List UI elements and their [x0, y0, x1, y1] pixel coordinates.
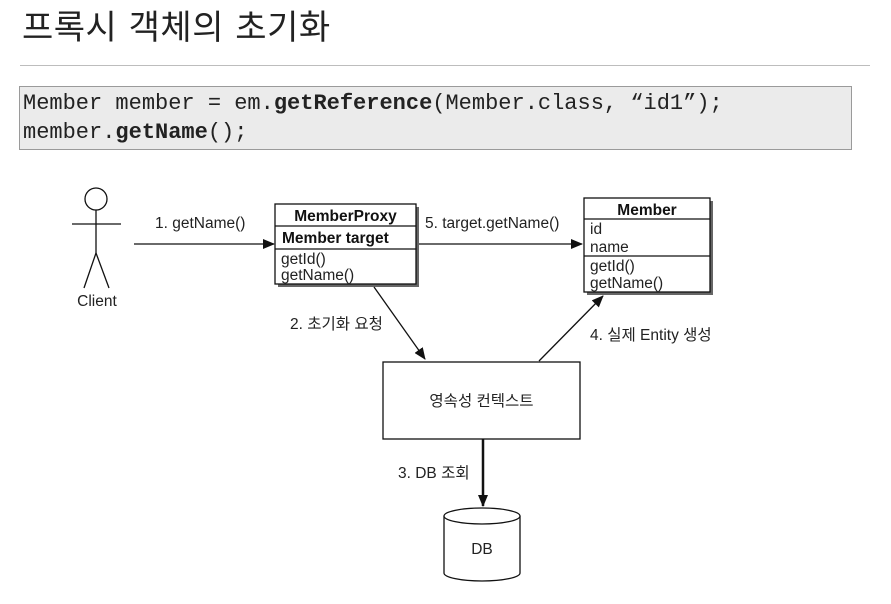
db-label: DB	[471, 541, 493, 558]
member-method-getid: getId()	[590, 258, 635, 275]
member-field-name: name	[590, 239, 629, 256]
proxy-method-getname: getName()	[281, 267, 354, 284]
page-title: 프록시 객체의 초기화	[22, 8, 331, 48]
member-entity-box: Member id name getId() getName()	[583, 197, 713, 295]
arrow-step-4	[538, 295, 604, 362]
client-label: Client	[77, 293, 117, 310]
step-3-label: 3. DB 조회	[398, 464, 470, 482]
persistence-context-label: 영속성 컨텍스트	[429, 392, 533, 410]
proxy-target-field: Member target	[282, 230, 389, 247]
client-actor-icon	[72, 187, 121, 289]
arrow-step-2	[373, 286, 426, 360]
step-5-label: 5. target.getName()	[425, 215, 559, 232]
proxy-name: MemberProxy	[294, 208, 397, 225]
step-4-label: 4. 실제 Entity 생성	[590, 326, 712, 344]
member-method-getname: getName()	[590, 275, 663, 292]
step-1-label: 1. getName()	[155, 215, 245, 232]
database-icon	[443, 507, 521, 582]
title-divider	[20, 65, 870, 66]
code-block: Member member = em.getReference(Member.c…	[19, 86, 852, 150]
member-proxy-box: MemberProxy Member target getId() getNam…	[274, 203, 419, 287]
code-line-2: member.getName();	[23, 120, 248, 145]
persistence-context-box	[382, 361, 581, 440]
member-name: Member	[617, 202, 676, 219]
code-line-1: Member member = em.getReference(Member.c…	[23, 91, 723, 116]
proxy-method-getid: getId()	[281, 251, 326, 268]
member-field-id: id	[590, 221, 602, 238]
step-2-label: 2. 초기화 요청	[290, 315, 383, 333]
